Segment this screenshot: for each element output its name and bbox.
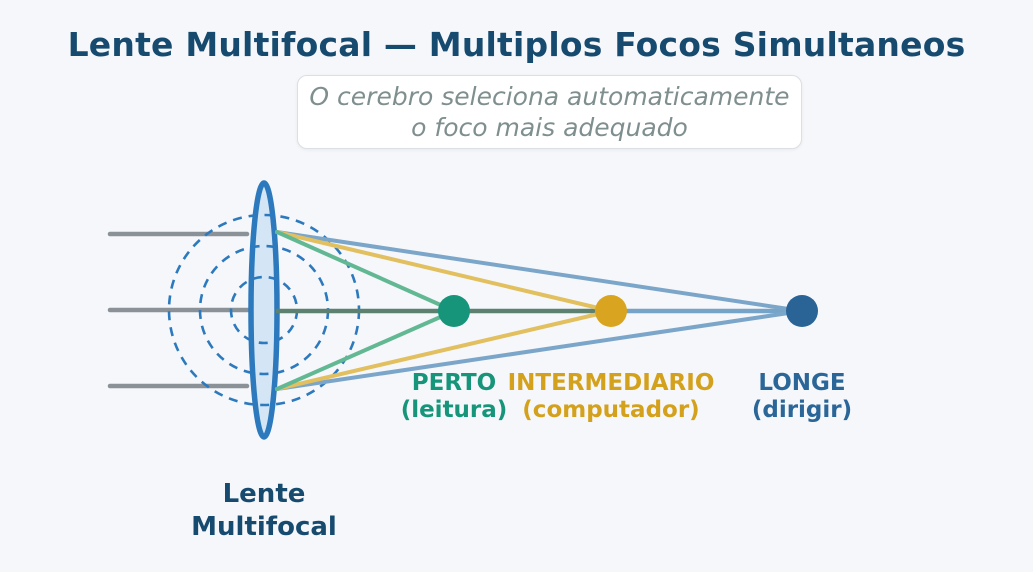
focus-label-near: PERTO (leitura) [344,370,564,424]
focus-dot-intermediate [595,295,627,327]
focus-label-far-sub: (dirigir) [751,397,853,423]
subtitle-line-2: o foco mais adequado [411,113,688,142]
focus-label-far-name: LONGE [758,370,846,396]
focus-label-intermediate-sub: (computador) [522,397,700,423]
lens-caption-line-1: Lente [222,479,306,509]
lens-caption-line-2: Multifocal [191,512,337,542]
subtitle-line-1: O cerebro seleciona automaticamente [309,82,790,111]
page-title: Lente Multifocal — Multiplos Focos Simul… [67,25,966,64]
ray-far-bottom [275,309,804,391]
focus-dot-near [438,295,470,327]
focus-label-near-name: PERTO [411,370,497,396]
focus-dot-far [786,295,818,327]
ray-intermediate-bottom [275,309,613,391]
focus-label-intermediate-name: INTERMEDIARIO [507,370,715,396]
subtitle-callout: O cerebro seleciona automaticamente o fo… [297,75,802,149]
focus-label-far: LONGE (dirigir) [692,370,912,424]
focus-label-intermediate: INTERMEDIARIO (computador) [481,370,741,424]
ray-near-bottom [275,309,456,391]
ray-far-top [275,230,804,313]
lens-caption: Lente Multifocal [144,478,384,544]
focus-label-near-sub: (leitura) [400,397,508,423]
ray-near-top [275,230,456,313]
ray-intermediate-top [275,230,613,313]
